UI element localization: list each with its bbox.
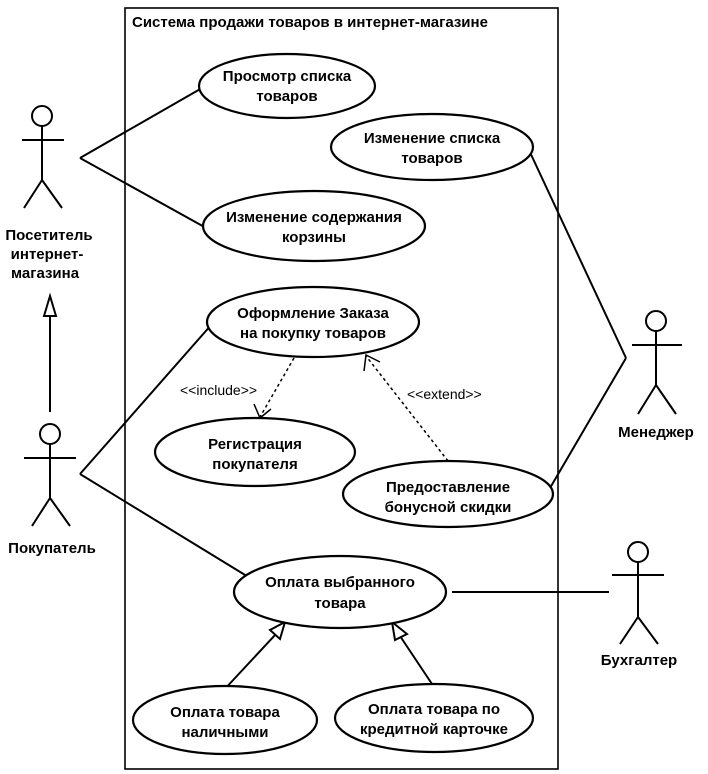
actor-label: магазина — [11, 265, 80, 282]
extend-label: <<extend>> — [407, 386, 482, 402]
use-case-change-cart: Изменение содержания корзины — [201, 189, 427, 263]
use-case-pay-card: Оплата товара по кредитной карточке — [333, 682, 535, 754]
use-case-label: корзины — [282, 229, 346, 246]
actor-accountant: Бухгалтер — [601, 541, 677, 669]
use-case-pay: Оплата выбранного товара — [232, 554, 448, 630]
actor-label: Менеджер — [618, 424, 694, 441]
use-case-label: Просмотр списка — [223, 68, 352, 85]
associations — [79, 87, 627, 593]
actor-manager: Менеджер — [618, 310, 694, 441]
association-manager-change-list — [527, 147, 627, 359]
use-case-label: покупателя — [212, 456, 297, 473]
use-case-label: товаров — [401, 150, 462, 167]
system-title: Система продажи товаров в интернет-магаз… — [132, 14, 488, 31]
use-case-place-order: Оформление Заказа на покупку товаров — [205, 285, 421, 359]
use-case-change-list: Изменение списка товаров — [329, 112, 535, 182]
use-case-label: Изменение содержания — [226, 209, 402, 226]
actor-label: Посетитель — [5, 227, 92, 244]
use-case-label: наличными — [181, 724, 268, 741]
use-case-label: на покупку товаров — [240, 325, 386, 342]
use-case-register: Регистрация покупателя — [153, 416, 357, 488]
include-arrowhead — [253, 403, 272, 420]
system-boundary — [124, 7, 559, 770]
stick-figure-icon — [612, 541, 664, 645]
actor-visitor: Посетитель интернет- магазина — [5, 105, 93, 282]
generalization-arrowhead — [42, 292, 58, 317]
generalization-arrowhead — [268, 619, 287, 641]
use-case-label: кредитной карточке — [360, 721, 508, 738]
stick-figure-icon — [632, 310, 682, 415]
use-case-label: товара — [314, 595, 366, 612]
use-case-label: Оформление Заказа — [237, 305, 389, 322]
use-case-label: Регистрация — [208, 436, 302, 453]
use-case-label: бонусной скидки — [385, 499, 512, 516]
use-case-view-list: Просмотр списка товаров — [197, 52, 377, 120]
association-manager-bonus — [549, 357, 627, 489]
actor-label: Бухгалтер — [601, 652, 677, 669]
extend-arrowhead — [363, 353, 381, 372]
include-relation: <<include>> — [180, 357, 295, 420]
use-case-label: Оплата выбранного — [265, 574, 415, 591]
association-visitor-view-list — [79, 87, 203, 159]
use-case-label: Оплата товара по — [368, 701, 500, 718]
use-case-pay-cash: Оплата товара наличными — [131, 684, 319, 756]
association-buyer-place-order — [79, 323, 213, 475]
stick-figure-icon — [24, 423, 76, 527]
use-case-bonus: Предоставление бонусной скидки — [341, 459, 555, 529]
association-visitor-change-cart — [79, 157, 209, 230]
use-case-label: Предоставление — [386, 479, 510, 496]
use-case-label: Изменение списка — [364, 130, 501, 147]
generalization-card-pay — [390, 619, 435, 688]
actor-label: интернет- — [11, 246, 84, 263]
use-case-label: товаров — [256, 88, 317, 105]
include-label: <<include>> — [180, 382, 257, 398]
use-case-label: Оплата товара — [170, 704, 280, 721]
actor-label: Покупатель — [8, 540, 96, 557]
association-buyer-pay — [79, 473, 251, 579]
generalization-buyer-visitor — [42, 292, 58, 412]
extend-relation: <<extend>> — [363, 353, 482, 462]
stick-figure-icon — [22, 105, 64, 209]
generalization-arrowhead — [390, 619, 409, 642]
actor-buyer: Покупатель — [8, 423, 96, 557]
generalization-cash-pay — [221, 619, 287, 693]
